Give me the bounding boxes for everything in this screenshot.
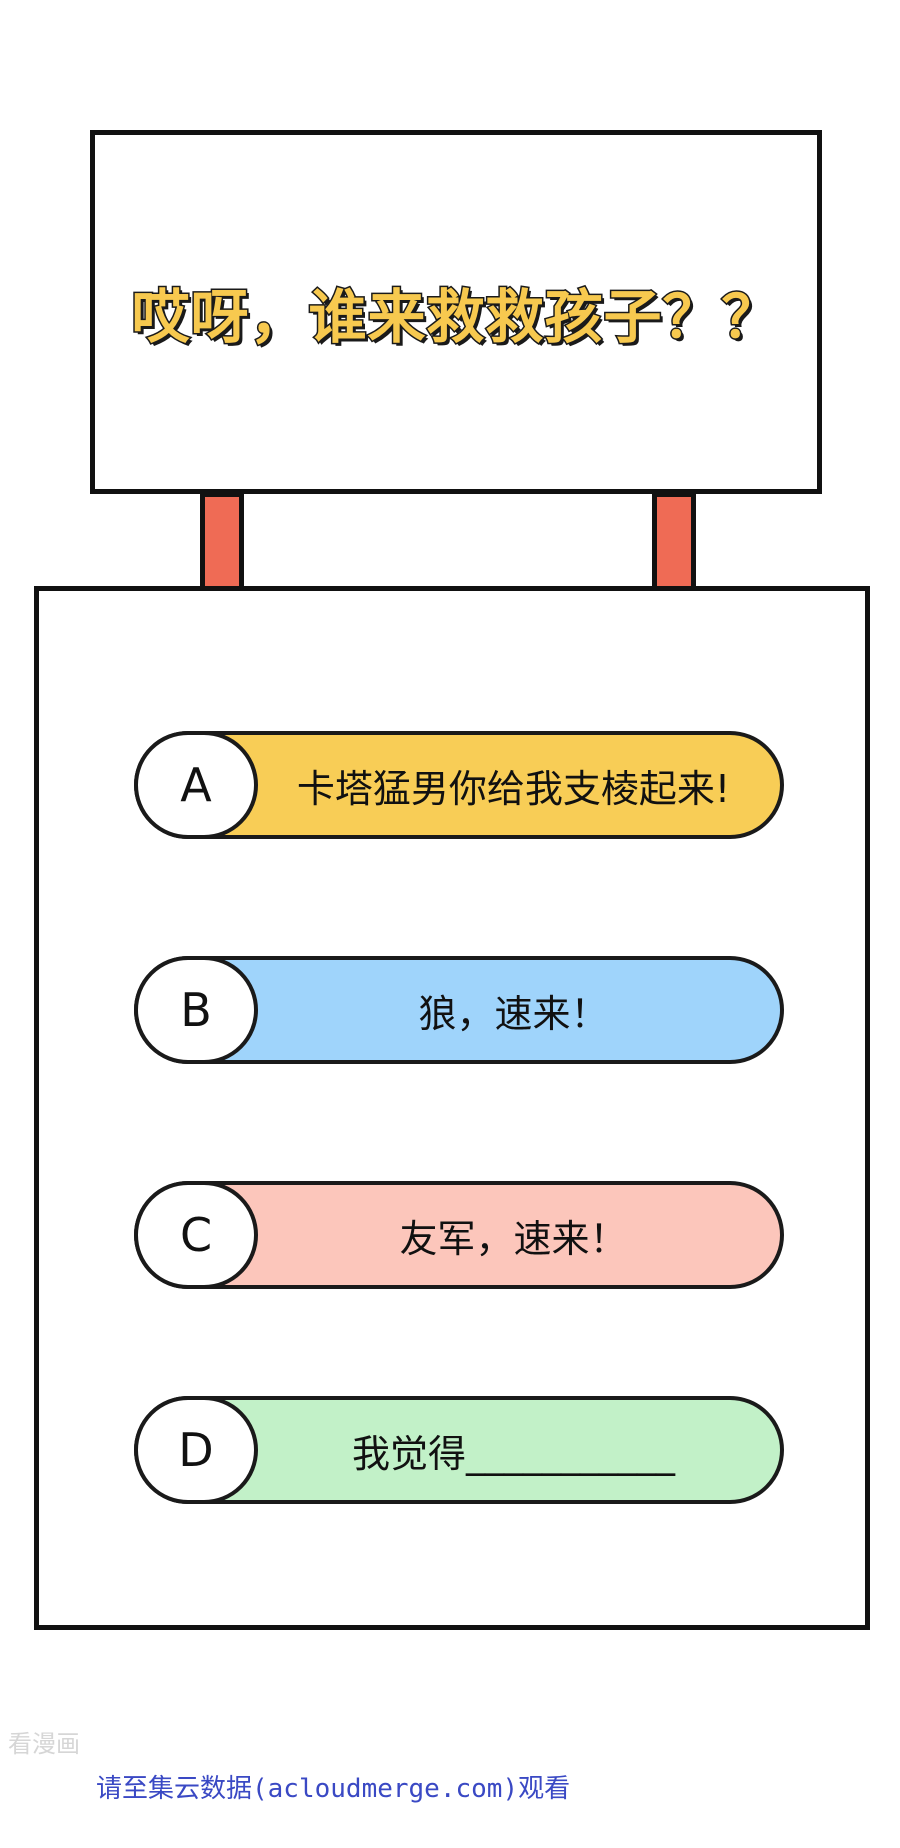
- option-c[interactable]: C 友军，速来！: [134, 1181, 784, 1289]
- option-text: 我觉得___________: [351, 1431, 675, 1476]
- option-text: 友军，速来！: [399, 1216, 628, 1261]
- question-panel: A 卡塔猛男你给我支棱起来! B 狼，速来！ C 友军，速来！ D 我觉得___…: [34, 586, 870, 1630]
- option-text: 狼，速来！: [418, 991, 609, 1036]
- option-text: 卡塔猛男你给我支棱起来!: [296, 766, 731, 811]
- sign-post-left: [200, 492, 244, 588]
- footer-source-link[interactable]: 请至集云数据(acloudmerge.com)观看: [96, 1774, 571, 1804]
- watermark: 看漫画: [8, 1730, 80, 1758]
- sign-title: 哎呀，谁来救救孩子？？: [130, 282, 781, 353]
- sign-board: 哎呀，谁来救救孩子？？: [90, 130, 822, 494]
- option-a[interactable]: A 卡塔猛男你给我支棱起来!: [134, 731, 784, 839]
- option-letter: B: [134, 956, 258, 1064]
- option-letter: D: [134, 1396, 258, 1504]
- option-b[interactable]: B 狼，速来！: [134, 956, 784, 1064]
- sign-post-right: [652, 492, 696, 588]
- option-d[interactable]: D 我觉得___________: [134, 1396, 784, 1504]
- option-letter: C: [134, 1181, 258, 1289]
- option-letter: A: [134, 731, 258, 839]
